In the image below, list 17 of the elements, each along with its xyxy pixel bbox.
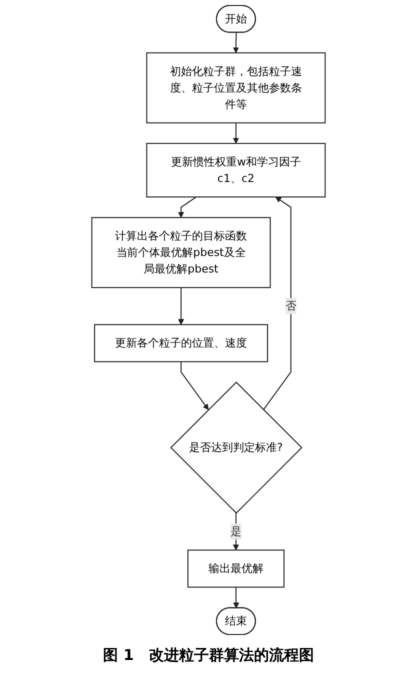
edge-label: 是 bbox=[230, 524, 242, 538]
figure-caption: 图 1 改进粒子群算法的流程图 bbox=[102, 646, 315, 665]
arrow bbox=[263, 196, 292, 410]
arrow bbox=[232, 32, 239, 54]
edge-label: 否 bbox=[285, 299, 296, 312]
node-box bbox=[187, 550, 284, 588]
node-box bbox=[146, 52, 326, 124]
arrow bbox=[232, 122, 239, 144]
arrow bbox=[233, 587, 240, 608]
arrow bbox=[178, 196, 197, 218]
flowchart: 是 否 开始 初始化粒子群，包括粒子速度、粒子位置及其他参数条件等 更新惯性权重w和学习因子c1、c2 计算出各个粒子的目标函数当前个体最优解pbest及全局最优解pbest 更新各个粒子的位置、速度 是否达到判定标准? 输出最优解 结束 bbox=[0, 0, 417, 640]
arrow bbox=[180, 362, 209, 410]
node-box bbox=[146, 142, 326, 198]
node-box bbox=[91, 217, 271, 288]
node-diamond bbox=[170, 382, 302, 514]
arrow bbox=[178, 288, 184, 325]
node-box bbox=[94, 324, 268, 362]
